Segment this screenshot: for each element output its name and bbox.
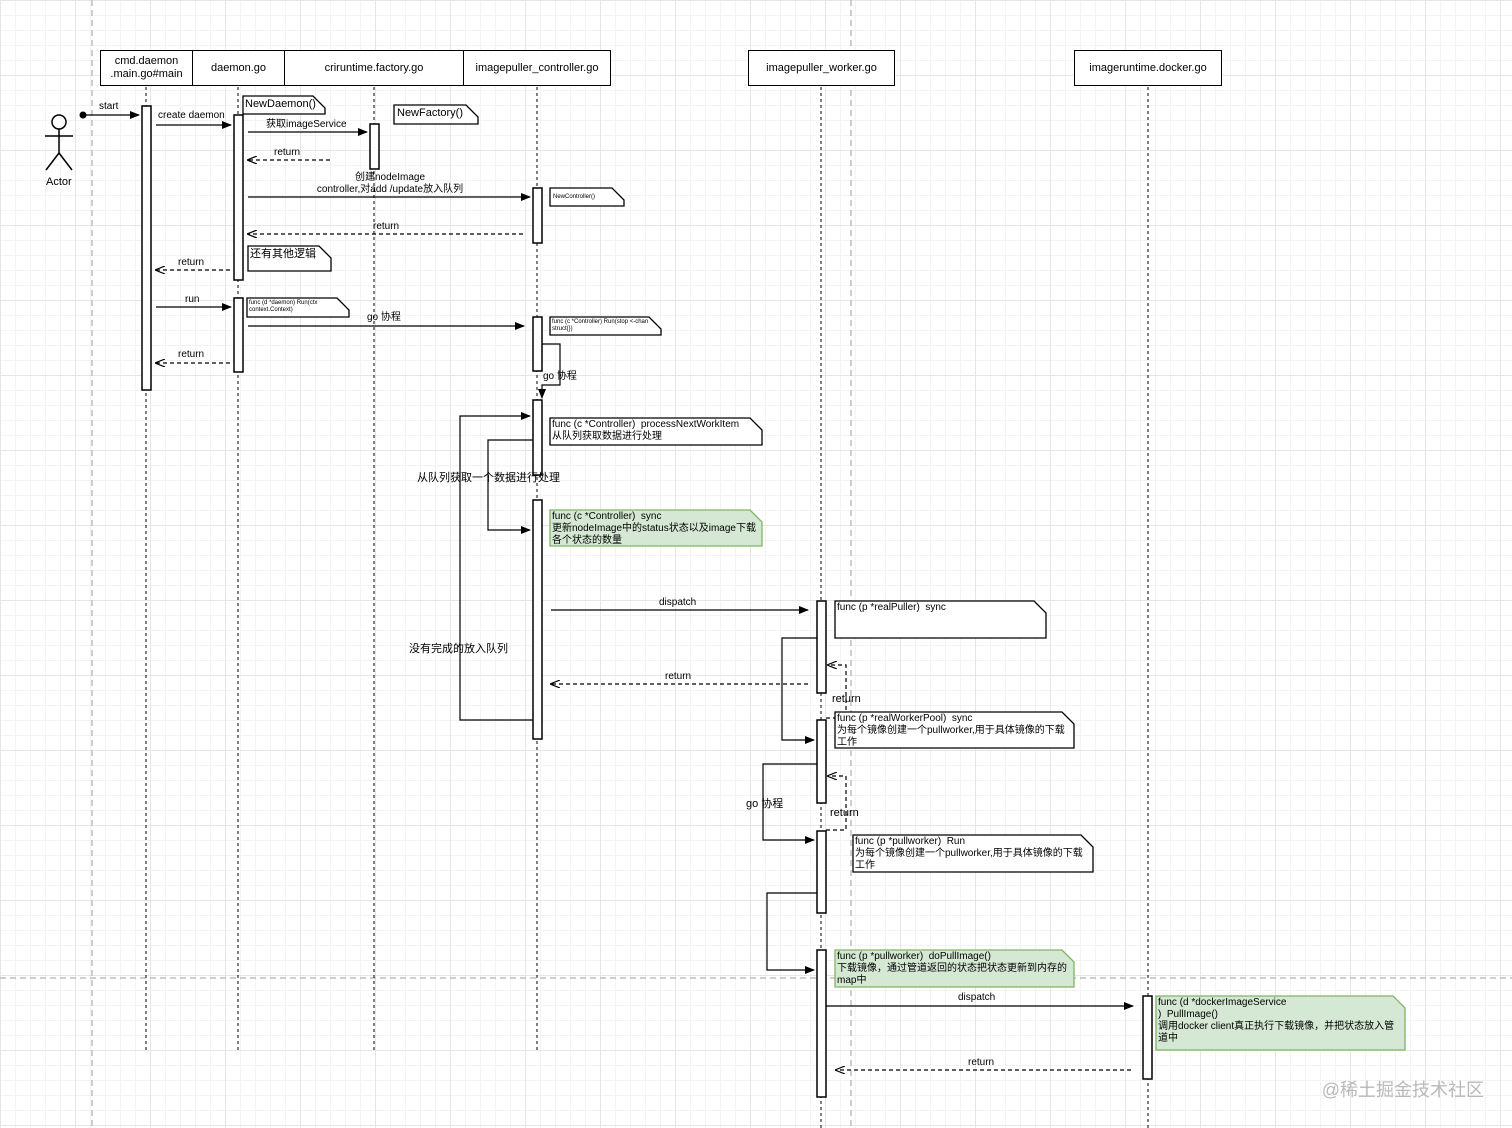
note-new-controller-shape [549,187,625,207]
msg-start-label: start [99,101,119,112]
note-process-next-text: func (c *Controller) processNextWorkItem… [552,419,740,442]
activation-controller-2 [532,316,543,372]
note-daemon-run-shape [246,297,350,318]
msg-return-docker-label: return [968,1057,995,1068]
note-do-pull-image-shape [834,949,1075,988]
note-pullworker-run-shape [852,834,1094,873]
msg-dispatch-worker-label: dispatch [659,597,697,608]
msg-go-coroutine-3-arrow [762,763,817,844]
msg-return-pool-arrow [826,776,847,831]
msg-return-worker-label: return [665,671,692,682]
msg-run-label: run [185,294,200,305]
loop-requeue-label: 没有完成的放入队列 [409,643,508,655]
loop-get-queue-label: 从队列获取一个数据进行处理 [417,472,560,484]
note-new-factory-text: NewFactory() [397,107,464,119]
msg-create-node-image-label: 创建nodeImage controller,对add /update放入队列 [316,172,464,195]
msg-dispatch-docker-label: dispatch [958,992,996,1003]
msg-return-sync-label: return [832,693,861,705]
activation-worker-2 [816,719,827,804]
msg-pullworker-run-arrow [766,892,817,974]
msg-worker-pool-arrow [781,637,817,744]
msg-return-pool-label: return [830,807,859,819]
note-real-worker-pool-sync-shape [834,711,1075,749]
loop-get-queue-arrow [487,439,533,534]
note-controller-run-text: func (c *Controller) Run(stop <-chan str… [552,319,649,332]
msg-go-coroutine-1-label: go 协程 [367,312,401,323]
note-new-daemon-shape [242,95,326,115]
msg-return-main-1-label: return [178,257,205,268]
activation-daemon-1 [233,114,244,281]
activation-docker [1142,995,1153,1080]
msg-go-coroutine-2-arrow [538,343,561,399]
msg-create-daemon-label: create daemon [158,110,225,121]
note-do-pull-image-text: func (p *pullworker) doPullImage() 下载镜像，… [837,951,1067,986]
actor-figure [45,114,73,171]
note-controller-sync-shape [549,509,763,547]
note-other-logic-text: 还有其他逻辑 [250,248,316,260]
note-daemon-run-text: func (d *daemon) Run(ctx context.Context… [249,300,318,313]
note-other-logic-shape [247,245,332,272]
note-new-daemon-text: NewDaemon() [245,98,316,110]
note-real-worker-pool-sync-text: func (p *realWorkerPool) sync 为每个镜像创建一个p… [837,713,1065,748]
note-process-next-shape [549,417,763,446]
msg-go-coroutine-2-label: go 协程 [543,371,577,382]
msg-return-controller-label: return [373,221,400,232]
activation-worker-3 [816,830,827,914]
lifeline-header-controller: imagepuller_controller.go [463,50,611,86]
msg-return-factory-label: return [274,147,301,158]
activation-worker-4 [816,949,827,1098]
note-new-factory-shape [393,104,479,125]
activation-worker-1 [816,600,827,694]
msg-go-coroutine-3-label: go 协程 [746,798,784,810]
msg-return-main-2-label: return [178,349,205,360]
lifeline-header-main: cmd.daemon .main.go#main [100,50,193,86]
msg-get-image-service-label: 获取imageService [266,119,347,130]
activation-main [141,105,152,391]
note-docker-pull-image-text: func (d *dockerImageService ) PullImage(… [1158,997,1395,1044]
note-pullworker-run-text: func (p *pullworker) Run 为每个镜像创建一个pullwo… [855,836,1083,871]
activation-factory [369,123,380,170]
watermark: @稀土掘金技术社区 [1321,1080,1484,1100]
note-real-puller-sync-text: func (p *realPuller) sync [837,602,946,613]
activation-controller-3 [532,399,543,476]
activation-controller-4 [532,499,543,740]
note-controller-run-shape [549,316,662,336]
activation-controller-1 [532,187,543,244]
lifeline-header-docker: imageruntime.docker.go [1074,50,1222,86]
actor-label: Actor [46,176,72,188]
note-real-puller-sync-shape [834,600,1047,639]
loop-requeue-arrow [459,412,533,721]
note-docker-pull-image-shape [1155,995,1406,1051]
note-controller-sync-text: func (c *Controller) sync 更新nodeImage中的s… [552,511,756,546]
lifeline-header-factory: criruntime.factory.go [284,50,464,86]
msg-return-sync-arrow [826,665,847,719]
note-new-controller-text: NewController() [553,194,596,200]
activation-daemon-2 [233,297,244,373]
lifeline-header-daemon: daemon.go [192,50,285,86]
lifeline-header-worker: imagepuller_worker.go [748,50,895,86]
